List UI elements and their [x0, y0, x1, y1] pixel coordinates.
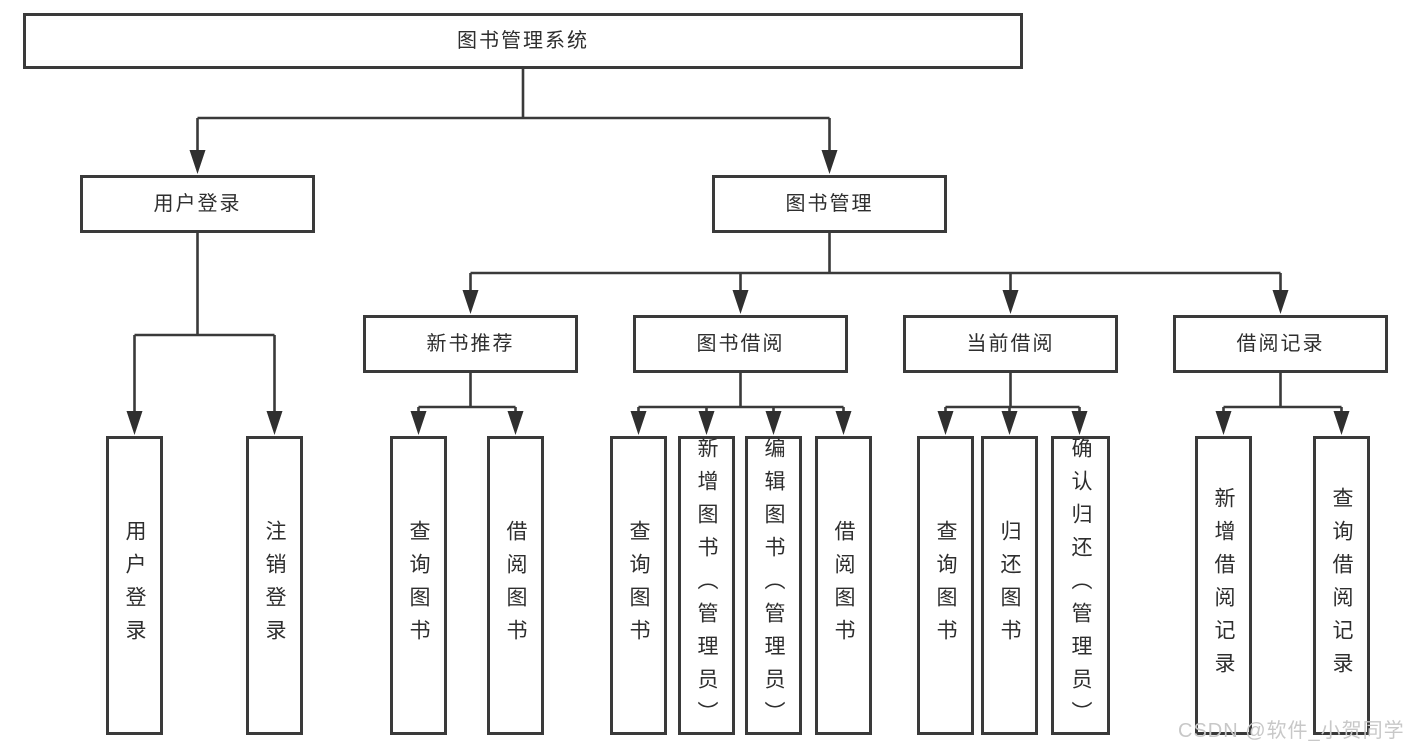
- connector-book-borrow-to-leaves: [637, 373, 845, 413]
- connector-root-to-level2: [196, 69, 831, 152]
- leaf-add-borrow-record: 新增借阅记录: [1195, 436, 1252, 735]
- node-book-management-label: 图书管理: [785, 193, 874, 215]
- node-new-book-recommend-label: 新书推荐: [426, 333, 515, 355]
- leaf-query-borrow-record-label: 查询借阅记录: [1330, 486, 1353, 685]
- leaf-edit-book-admin-label: 编辑图书（管理员）: [762, 437, 785, 734]
- leaf-add-book-admin: 新增图书（管理员）: [678, 436, 735, 735]
- leaf-edit-book-admin: 编辑图书（管理员）: [745, 436, 802, 735]
- node-book-borrowing: 图书借阅: [633, 315, 848, 373]
- watermark-text: CSDN @软件_小贺同学: [1178, 720, 1405, 742]
- leaf-query-book-2: 查询图书: [610, 436, 667, 735]
- leaf-query-book-1-label: 查询图书: [407, 519, 430, 652]
- connector-borrow-record-to-leaves: [1222, 373, 1343, 413]
- leaf-query-book-2-label: 查询图书: [627, 519, 650, 652]
- leaf-return-book-label: 归还图书: [998, 519, 1021, 652]
- node-current-borrowing-label: 当前借阅: [966, 333, 1055, 355]
- node-book-borrowing-label: 图书借阅: [696, 333, 785, 355]
- connector-current-borrow-to-leaves: [944, 373, 1081, 413]
- node-current-borrowing: 当前借阅: [903, 315, 1118, 373]
- node-root-label: 图书管理系统: [457, 30, 589, 52]
- leaf-query-borrow-record: 查询借阅记录: [1313, 436, 1370, 735]
- node-borrowing-records: 借阅记录: [1173, 315, 1388, 373]
- leaf-confirm-return-admin-label: 确认归还（管理员）: [1069, 437, 1092, 734]
- leaf-query-book-3: 查询图书: [917, 436, 974, 735]
- leaf-borrow-book-2-label: 借阅图书: [832, 519, 855, 652]
- leaf-query-book-1: 查询图书: [390, 436, 447, 735]
- node-new-book-recommend: 新书推荐: [363, 315, 578, 373]
- leaf-confirm-return-admin: 确认归还（管理员）: [1051, 436, 1110, 735]
- leaf-logout: 注销登录: [246, 436, 303, 735]
- leaf-user-login-label: 用户登录: [123, 519, 146, 652]
- leaf-logout-label: 注销登录: [263, 519, 286, 652]
- leaf-return-book: 归还图书: [981, 436, 1038, 735]
- connector-book-mgmt-to-level3: [469, 233, 1282, 292]
- leaf-borrow-book-1-label: 借阅图书: [504, 519, 527, 652]
- leaf-borrow-book-2: 借阅图书: [815, 436, 872, 735]
- connector-new-book-to-leaves: [417, 373, 517, 413]
- leaf-query-book-3-label: 查询图书: [934, 519, 957, 652]
- node-book-management: 图书管理: [712, 175, 947, 233]
- leaf-add-book-admin-label: 新增图书（管理员）: [695, 437, 718, 734]
- node-user-login-label: 用户登录: [153, 193, 242, 215]
- node-borrowing-records-label: 借阅记录: [1236, 333, 1325, 355]
- arrowheads: [126, 150, 1350, 435]
- node-user-login: 用户登录: [80, 175, 315, 233]
- leaf-add-borrow-record-label: 新增借阅记录: [1212, 486, 1235, 685]
- leaf-borrow-book-1: 借阅图书: [487, 436, 544, 735]
- node-root: 图书管理系统: [23, 13, 1023, 69]
- connector-user-login-to-leaves: [133, 233, 276, 413]
- leaf-user-login: 用户登录: [106, 436, 163, 735]
